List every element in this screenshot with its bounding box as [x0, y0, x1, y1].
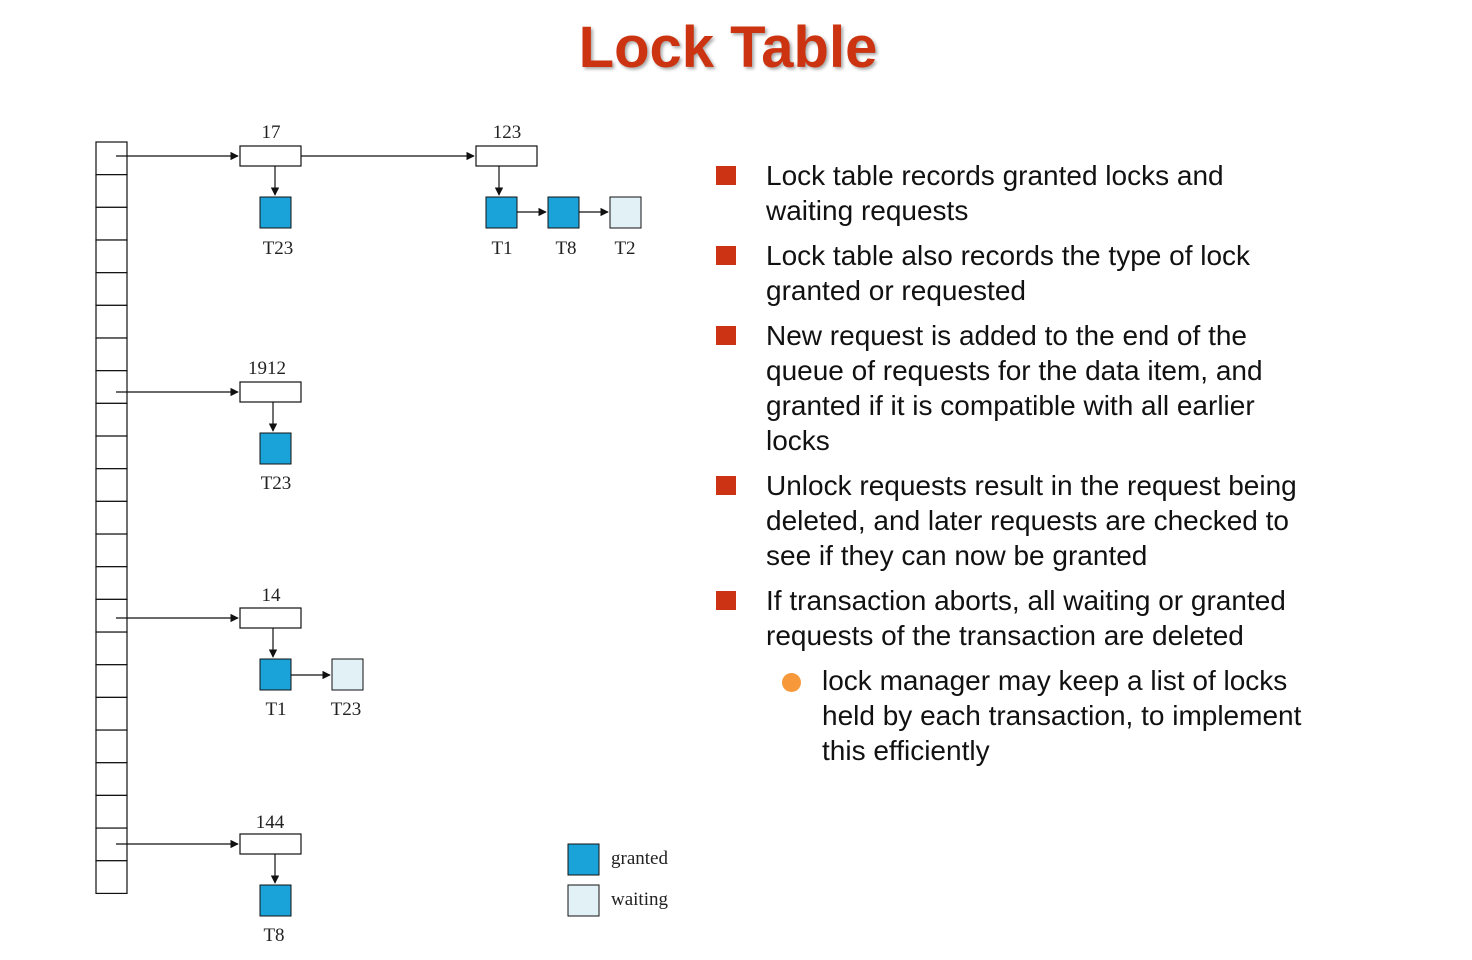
- transaction-label: T8: [263, 925, 284, 946]
- legend-waiting-swatch: [567, 884, 600, 917]
- data-item-1912: 1912 T23: [239, 358, 302, 494]
- hash-bucket-cell: [95, 533, 128, 568]
- transaction-label: T23: [261, 473, 292, 494]
- hash-bucket-cell: [95, 304, 128, 339]
- hash-bucket-cell: [95, 696, 128, 731]
- hash-bucket-cell: [95, 664, 128, 698]
- transaction-label: T1: [491, 238, 512, 259]
- request-granted: [485, 196, 518, 229]
- hash-bucket-cell: [95, 566, 128, 600]
- hash-bucket-cell: [95, 762, 128, 796]
- sub-bullet-text: lock manager may keep a list of locks he…: [822, 665, 1302, 766]
- hash-bucket-cell: [95, 239, 128, 274]
- square-bullet-icon: [716, 246, 736, 265]
- hash-bucket-cell: [95, 794, 128, 829]
- slide-title: Lock Table: [578, 15, 878, 80]
- bullet-item: New request is added to the end of the q…: [716, 318, 1316, 458]
- bullet-item: If transaction aborts, all waiting or gr…: [716, 583, 1316, 653]
- transaction-label: T1: [265, 699, 286, 720]
- data-item-14: 14 T1 T23: [239, 585, 364, 720]
- hash-bucket-cell: [95, 370, 128, 404]
- round-bullet-icon: [782, 673, 801, 692]
- transaction-label: T23: [331, 699, 362, 720]
- request-granted: [259, 432, 292, 465]
- legend-granted-swatch: [567, 843, 600, 876]
- item-header-box: [475, 145, 538, 167]
- request-granted: [259, 884, 292, 917]
- item-header-box: [239, 381, 302, 403]
- request-granted: [547, 196, 580, 229]
- item-id-label: 14: [262, 585, 282, 606]
- hash-bucket-cell: [95, 500, 128, 535]
- bullet-text: Unlock requests result in the request be…: [766, 470, 1297, 571]
- bullet-item: Lock table also records the type of lock…: [716, 238, 1316, 308]
- bullet-text: Lock table also records the type of lock…: [766, 240, 1251, 306]
- hash-bucket-cell: [95, 631, 128, 666]
- legend-granted-label: granted: [611, 848, 668, 869]
- hash-bucket-cell: [95, 174, 128, 208]
- bullet-list: Lock table records granted locks and wai…: [716, 158, 1316, 768]
- hash-bucket-cell: [95, 860, 128, 895]
- square-bullet-icon: [716, 326, 736, 345]
- transaction-label: T23: [263, 238, 294, 259]
- item-header-box: [239, 833, 302, 855]
- item-id-label: 123: [493, 122, 522, 143]
- hash-bucket-cell: [95, 468, 128, 502]
- item-header-box: [239, 145, 302, 167]
- legend-waiting-label: waiting: [611, 889, 668, 910]
- hash-bucket-cell: [95, 402, 128, 437]
- square-bullet-icon: [716, 591, 736, 610]
- hash-bucket-cell: [95, 729, 128, 764]
- data-item-144: 144 T8: [239, 812, 302, 946]
- request-waiting: [609, 196, 642, 229]
- hash-table: [95, 141, 128, 895]
- item-id-label: 1912: [248, 358, 286, 379]
- transaction-label: T8: [555, 238, 576, 259]
- bullet-text: If transaction aborts, all waiting or gr…: [766, 585, 1286, 651]
- hash-bucket-cell: [95, 337, 128, 372]
- sub-bullet-item: lock manager may keep a list of locks he…: [774, 663, 1316, 768]
- item-header-box: [239, 607, 302, 629]
- square-bullet-icon: [716, 166, 736, 185]
- hash-bucket-cell: [95, 598, 128, 633]
- hash-bucket-cell: [95, 272, 128, 306]
- item-id-label: 17: [262, 122, 281, 143]
- data-item-123: 123 T1 T8 T2: [475, 122, 642, 259]
- hash-bucket-cell: [95, 141, 128, 176]
- square-bullet-icon: [716, 476, 736, 495]
- item-id-label: 144: [256, 812, 285, 833]
- request-waiting: [331, 658, 364, 691]
- legend: granted waiting: [567, 843, 668, 917]
- request-granted: [259, 196, 292, 229]
- request-granted: [259, 658, 292, 691]
- bullet-text: New request is added to the end of the q…: [766, 320, 1263, 456]
- transaction-label: T2: [614, 238, 635, 259]
- chains: [116, 151, 475, 849]
- data-item-17: 17 T23: [239, 122, 302, 259]
- hash-bucket-cell: [95, 206, 128, 241]
- bullet-text: Lock table records granted locks and wai…: [766, 160, 1224, 226]
- bullet-item: Lock table records granted locks and wai…: [716, 158, 1316, 228]
- lock-table-diagram: 17 T23 123 T1 T8 T2 1912 T23 14 T1 T23: [95, 122, 668, 946]
- bullet-item: Unlock requests result in the request be…: [716, 468, 1316, 573]
- hash-bucket-cell: [95, 435, 128, 470]
